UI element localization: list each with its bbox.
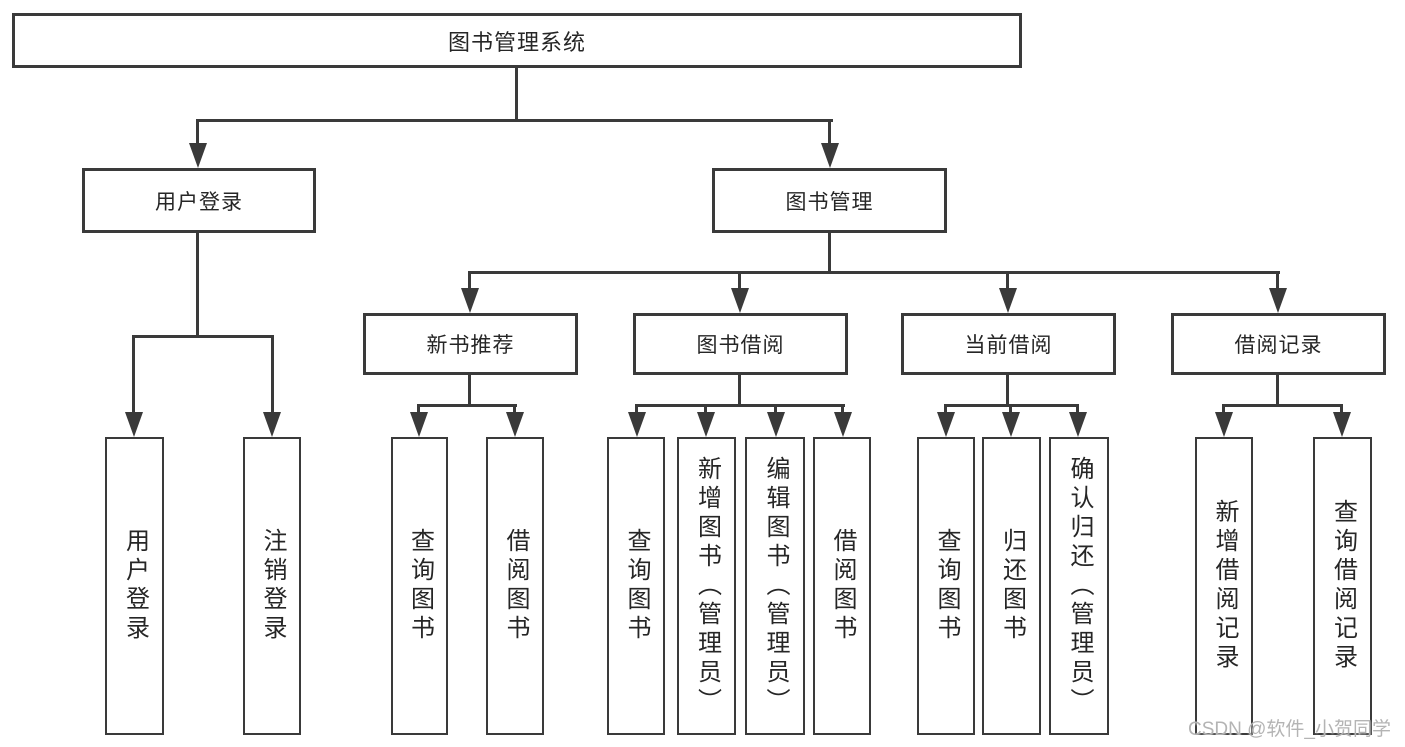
leaf-recommend-borrow-book: 借阅图书 bbox=[486, 437, 544, 735]
connector-l2-stem-book-mgmt bbox=[828, 119, 831, 145]
leaf-add-borrow-record: 新增借阅记录 bbox=[1195, 437, 1253, 735]
connector-book-borrow-rail bbox=[635, 404, 845, 407]
leaf-return-book-label: 归还图书 bbox=[998, 528, 1026, 644]
leaf-recommend-query-book-label: 查询图书 bbox=[406, 528, 434, 644]
connector-stem-leaf-logout bbox=[271, 335, 274, 414]
arrowhead-down-icon bbox=[628, 412, 646, 437]
connector-stem bbox=[513, 404, 516, 414]
arrowhead-down-icon bbox=[821, 143, 839, 168]
connector-new-book-stem bbox=[468, 375, 471, 406]
leaf-borrow-book-label: 借阅图书 bbox=[829, 528, 856, 644]
arrowhead-down-icon bbox=[1215, 412, 1233, 437]
connector-l3-stem-borrow-records bbox=[1276, 271, 1279, 290]
leaf-query-borrow-record-label: 查询借阅记录 bbox=[1329, 499, 1357, 673]
connector-l2-stem-user-login bbox=[196, 119, 199, 145]
connector-stem bbox=[1009, 404, 1012, 414]
leaf-add-book-admin-label: 新增图书（管理员） bbox=[693, 455, 721, 717]
leaf-confirm-return-admin: 确认归还（管理员） bbox=[1049, 437, 1109, 735]
arrowhead-down-icon bbox=[999, 288, 1017, 313]
leaf-confirm-return-admin-label: 确认归还（管理员） bbox=[1066, 455, 1093, 717]
leaf-add-borrow-record-label: 新增借阅记录 bbox=[1211, 499, 1238, 673]
connector-new-book-rail bbox=[417, 404, 517, 407]
leaf-borrow-book: 借阅图书 bbox=[813, 437, 871, 735]
connector-l2-rail bbox=[196, 119, 833, 122]
leaf-add-book-admin: 新增图书（管理员） bbox=[677, 437, 736, 735]
connector-stem bbox=[635, 404, 638, 414]
node-book-management: 图书管理 bbox=[712, 168, 947, 233]
leaf-edit-book-admin-label: 编辑图书（管理员） bbox=[762, 455, 789, 717]
arrowhead-down-icon bbox=[1002, 412, 1020, 437]
leaf-borrow-query-book: 查询图书 bbox=[607, 437, 665, 735]
leaf-borrow-query-book-label: 查询图书 bbox=[623, 528, 650, 644]
node-current-borrow: 当前借阅 bbox=[901, 313, 1116, 375]
connector-stem bbox=[774, 404, 777, 414]
leaf-recommend-query-book: 查询图书 bbox=[391, 437, 448, 735]
connector-stem bbox=[1076, 404, 1079, 414]
connector-stem-leaf-user-login bbox=[132, 335, 135, 414]
connector-stem bbox=[1222, 404, 1225, 414]
leaf-current-query-book-label: 查询图书 bbox=[933, 528, 960, 644]
leaf-logout-label: 注销登录 bbox=[259, 528, 286, 644]
arrowhead-down-icon bbox=[125, 412, 143, 437]
leaf-user-login-label: 用户登录 bbox=[121, 528, 149, 644]
connector-root-stem bbox=[515, 68, 518, 121]
connector-stem bbox=[1340, 404, 1343, 414]
connector-user-login-stem bbox=[196, 233, 199, 337]
connector-borrow-records-stem bbox=[1276, 375, 1279, 406]
arrowhead-down-icon bbox=[834, 412, 852, 437]
connector-book-borrow-stem bbox=[738, 375, 741, 406]
node-library-management-system: 图书管理系统 bbox=[12, 13, 1022, 68]
connector-borrow-records-rail bbox=[1222, 404, 1343, 407]
leaf-query-borrow-record: 查询借阅记录 bbox=[1313, 437, 1372, 735]
connector-l3-stem-book-borrow bbox=[738, 271, 741, 290]
leaf-current-query-book: 查询图书 bbox=[917, 437, 975, 735]
connector-book-mgmt-stem bbox=[828, 233, 831, 273]
connector-stem bbox=[944, 404, 947, 414]
connector-l3-stem-current-borrow bbox=[1006, 271, 1009, 290]
csdn-watermark: CSDN @软件_小贺同学 bbox=[1188, 719, 1391, 740]
leaf-logout: 注销登录 bbox=[243, 437, 301, 735]
arrowhead-down-icon bbox=[697, 412, 715, 437]
arrowhead-down-icon bbox=[731, 288, 749, 313]
arrowhead-down-icon bbox=[937, 412, 955, 437]
connector-user-login-rail bbox=[133, 335, 274, 338]
leaf-user-login: 用户登录 bbox=[105, 437, 164, 735]
node-user-login: 用户登录 bbox=[82, 168, 316, 233]
connector-current-borrow-stem bbox=[1006, 375, 1009, 406]
arrowhead-down-icon bbox=[410, 412, 428, 437]
connector-l3-rail bbox=[468, 271, 1280, 274]
leaf-recommend-borrow-book-label: 借阅图书 bbox=[502, 528, 529, 644]
connector-stem bbox=[704, 404, 707, 414]
arrowhead-down-icon bbox=[461, 288, 479, 313]
arrowhead-down-icon bbox=[1269, 288, 1287, 313]
arrowhead-down-icon bbox=[189, 143, 207, 168]
arrowhead-down-icon bbox=[767, 412, 785, 437]
connector-stem bbox=[417, 404, 420, 414]
node-book-borrow: 图书借阅 bbox=[633, 313, 848, 375]
connector-stem bbox=[841, 404, 844, 414]
arrowhead-down-icon bbox=[263, 412, 281, 437]
leaf-return-book: 归还图书 bbox=[982, 437, 1041, 735]
arrowhead-down-icon bbox=[506, 412, 524, 437]
arrowhead-down-icon bbox=[1333, 412, 1351, 437]
connector-l3-stem-new-book bbox=[468, 271, 471, 290]
node-new-book-recommend: 新书推荐 bbox=[363, 313, 578, 375]
node-borrow-records: 借阅记录 bbox=[1171, 313, 1386, 375]
arrowhead-down-icon bbox=[1069, 412, 1087, 437]
leaf-edit-book-admin: 编辑图书（管理员） bbox=[745, 437, 805, 735]
